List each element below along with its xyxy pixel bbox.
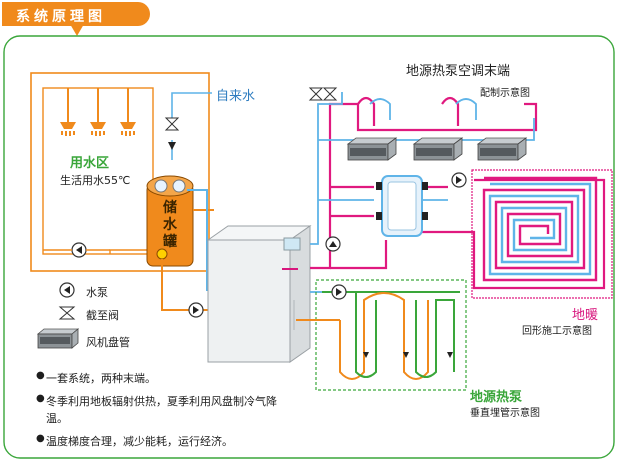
valve-icon (58, 306, 76, 320)
domestic-water-label: 生活用水55℃ (60, 174, 131, 187)
pump-icon (331, 284, 347, 300)
legend-valve-label: 截至阀 (86, 309, 119, 322)
pump-icon (451, 172, 467, 188)
notes-list: ● 一套系统，两种末端。 ● 冬季利用地板辐射供热，夏季利用风盘制冷气降温。 ●… (36, 370, 296, 456)
ground-hp-label: 地源热泵 (470, 390, 523, 405)
tap-water-pipe (171, 92, 212, 118)
shower-head-icon (120, 88, 136, 136)
storage-tank (146, 175, 194, 267)
diagram-title: 系统原理图 (16, 9, 106, 25)
bullet-icon: ● (36, 393, 45, 404)
pump-icon (71, 242, 87, 258)
valve-icon (308, 87, 338, 101)
shower-heads (60, 88, 136, 136)
note-item: ● 温度梯度合理，减少能耗，运行经济。 (36, 433, 296, 450)
distributor-manifold (376, 175, 428, 237)
fan-coil-unit (36, 328, 80, 349)
note-text: 冬季利用地板辐射供热，夏季利用风盘制冷气降温。 (46, 395, 277, 425)
heat-pump-unit (206, 225, 312, 363)
floor-heating-label: 地暖 (572, 308, 599, 323)
note-text: 温度梯度合理，减少能耗，运行经济。 (46, 435, 233, 448)
bullet-icon: ● (36, 433, 45, 444)
vertical-pipe-label: 垂直埋管示意图 (470, 408, 540, 419)
pump-icon (188, 302, 204, 318)
shower-head-icon (90, 88, 106, 136)
water-zone-outer-box (30, 72, 210, 272)
fan-coil-unit (346, 137, 398, 161)
loop-diagram-label: 回形施工示意图 (522, 326, 592, 337)
pump-icon (325, 236, 341, 252)
note-text: 一套系统，两种末端。 (46, 372, 156, 385)
legend-pump-label: 水泵 (86, 286, 108, 299)
pump-icon (59, 282, 75, 298)
terminal-title: 地源热泵空调末端 (406, 64, 511, 79)
title-tab-pointer (70, 24, 84, 36)
legend-fan-coil-label: 风机盘管 (86, 336, 130, 349)
flow-arrow-icon (363, 352, 453, 358)
fan-coil-unit (476, 137, 528, 161)
note-item: ● 冬季利用地板辐射供热，夏季利用风盘制冷气降温。 (36, 393, 296, 427)
ground-loop-box (315, 279, 467, 391)
floor-heating-box (471, 169, 613, 299)
bullet-icon: ● (36, 370, 45, 381)
tap-water-label: 自来水 (216, 89, 256, 104)
tank-label: 储水罐 (163, 200, 177, 250)
water-zone-label: 用水区 (70, 156, 110, 171)
shower-head-icon (60, 88, 76, 136)
note-item: ● 一套系统，两种末端。 (36, 370, 296, 387)
fan-coil-unit (412, 137, 464, 161)
config-diagram-label: 配制示意图 (480, 88, 530, 99)
valve-icon (164, 117, 180, 131)
floor-heating-coil (482, 176, 598, 282)
title-tab: 系统原理图 (2, 2, 150, 26)
flow-arrow-icon (168, 142, 176, 150)
